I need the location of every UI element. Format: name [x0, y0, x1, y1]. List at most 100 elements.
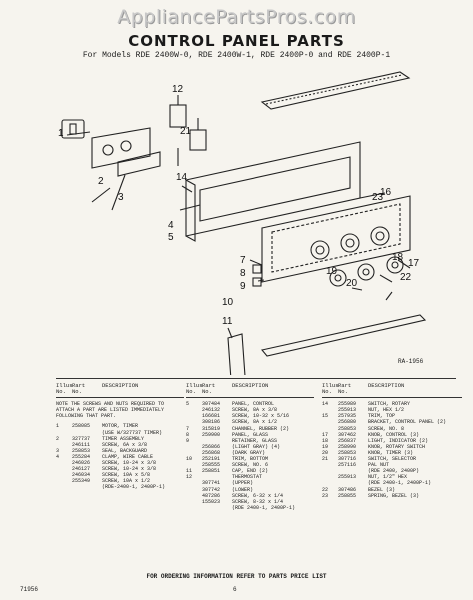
part-desc: BEZEL (3): [368, 486, 396, 493]
part-part: 246034: [72, 472, 91, 479]
parts-row: (RDE 2400-1, 2400P-1): [322, 480, 462, 486]
part-part: 308186: [202, 419, 221, 426]
part-part: 259900: [202, 431, 221, 438]
part-desc: MOTOR, TIMER: [102, 423, 139, 430]
part-no: 14: [322, 401, 329, 408]
part-part: 246127: [72, 466, 91, 473]
part-part: 307486: [338, 486, 357, 493]
parts-row: 307741(UPPER): [186, 480, 314, 486]
end-cap: [227, 333, 246, 375]
part-desc: KNOB, ROTARY SWITCH: [368, 443, 426, 450]
part-part: 258990: [338, 443, 357, 450]
part-desc: BRACKET, CONTROL PANEL (2): [368, 419, 447, 426]
callout: 9: [240, 281, 246, 292]
exploded-diagram: 1 2 3 4 5 7 8 9 10 11 12 14 16 17 18 19 …: [58, 71, 427, 375]
callout: 19: [326, 266, 338, 277]
callout: 11: [222, 316, 233, 327]
part-part: 258853: [338, 425, 357, 432]
part-part: 255913: [338, 474, 357, 481]
callout: 1: [58, 128, 64, 139]
parts-row: 256868(DARK GRAY): [186, 450, 314, 456]
part-desc: PANEL, CONTROL: [232, 401, 275, 408]
part-desc: CAP, END (2): [232, 468, 269, 475]
part-no: 4: [56, 453, 60, 460]
timer-motor: [61, 119, 85, 139]
parts-row: 256866(LIGHT GRAY) (4): [186, 444, 314, 450]
part-part: 166681: [202, 413, 221, 420]
table-top-rule: [56, 378, 456, 379]
part-desc: PAL NUT: [368, 462, 390, 469]
part-desc: PANEL, GLASS: [232, 431, 269, 438]
callout: 20: [346, 278, 358, 289]
callout: 17: [408, 258, 420, 269]
part-desc: SCREW, 6A x 3/8: [102, 441, 148, 448]
part-desc: (RDE 2400-1, 2400P-1): [232, 504, 296, 511]
thermostat: [169, 104, 187, 128]
part-part: 257935: [338, 413, 357, 420]
parts-row: 19 258990 KNOB, ROTARY SWITCH: [322, 444, 462, 450]
callout: 14: [176, 172, 188, 183]
parts-row: 166681 SCREW, 10-32 x 5/16: [186, 413, 314, 419]
part-part: 327737: [72, 435, 91, 442]
part-no: 7: [186, 425, 190, 432]
callout: 5: [168, 232, 174, 243]
part-part: 307484: [202, 401, 221, 408]
part-no: 1: [56, 423, 60, 430]
control-panel: [185, 141, 361, 237]
backguard-seal: [117, 151, 161, 177]
document-number: 71956: [20, 586, 39, 593]
part-desc: (USE W/327737 TIMER): [102, 429, 163, 436]
part-desc: (DARK GRAY): [232, 449, 266, 456]
part-no: 19: [322, 443, 329, 450]
part-desc: SCREW, 10A x 5/8: [102, 472, 151, 479]
part-part: 315819: [202, 425, 221, 432]
part-part: 257116: [338, 462, 357, 469]
part-part: 487286: [202, 492, 221, 499]
callout: 18: [392, 252, 404, 263]
part-desc: NUT, HEX 1/2: [368, 407, 405, 414]
part-desc: SCREW, 10A x 1/2: [102, 478, 151, 485]
part-part: 258853: [338, 449, 357, 456]
part-no: 5: [186, 401, 190, 408]
page-title: CONTROL PANEL PARTS: [128, 32, 345, 50]
part-desc: SCREW, 10-32 x 5/16: [232, 413, 290, 420]
watermark: AppliancePartsPros.com: [117, 6, 356, 28]
part-no: 18: [322, 437, 329, 444]
part-desc: KNOB, TIMER (3): [368, 449, 414, 456]
parts-row: (RDE 2400, 2400P): [322, 468, 462, 474]
parts-row: (RDE 2400-1, 2400P-1): [186, 505, 314, 511]
part-part: 246111: [72, 441, 91, 448]
part-part: 255284: [72, 453, 91, 460]
parts-row: 246111 SCREW, 6A x 3/8: [56, 442, 184, 448]
part-desc: (RDE 2400-1, 2400P-1): [368, 480, 432, 487]
part-desc: SPRING, BEZEL (3): [368, 492, 420, 499]
part-part: 307716: [338, 456, 357, 463]
part-part: 256866: [202, 443, 221, 450]
ordering-info: FOR ORDERING INFORMATION REFER TO PARTS …: [146, 573, 327, 580]
part-part: 307741: [202, 480, 221, 487]
part-part: 258851: [202, 468, 221, 475]
part-desc: RETAINER, GLASS: [232, 437, 278, 444]
part-part: 307462: [338, 431, 357, 438]
callout: 2: [98, 176, 104, 187]
